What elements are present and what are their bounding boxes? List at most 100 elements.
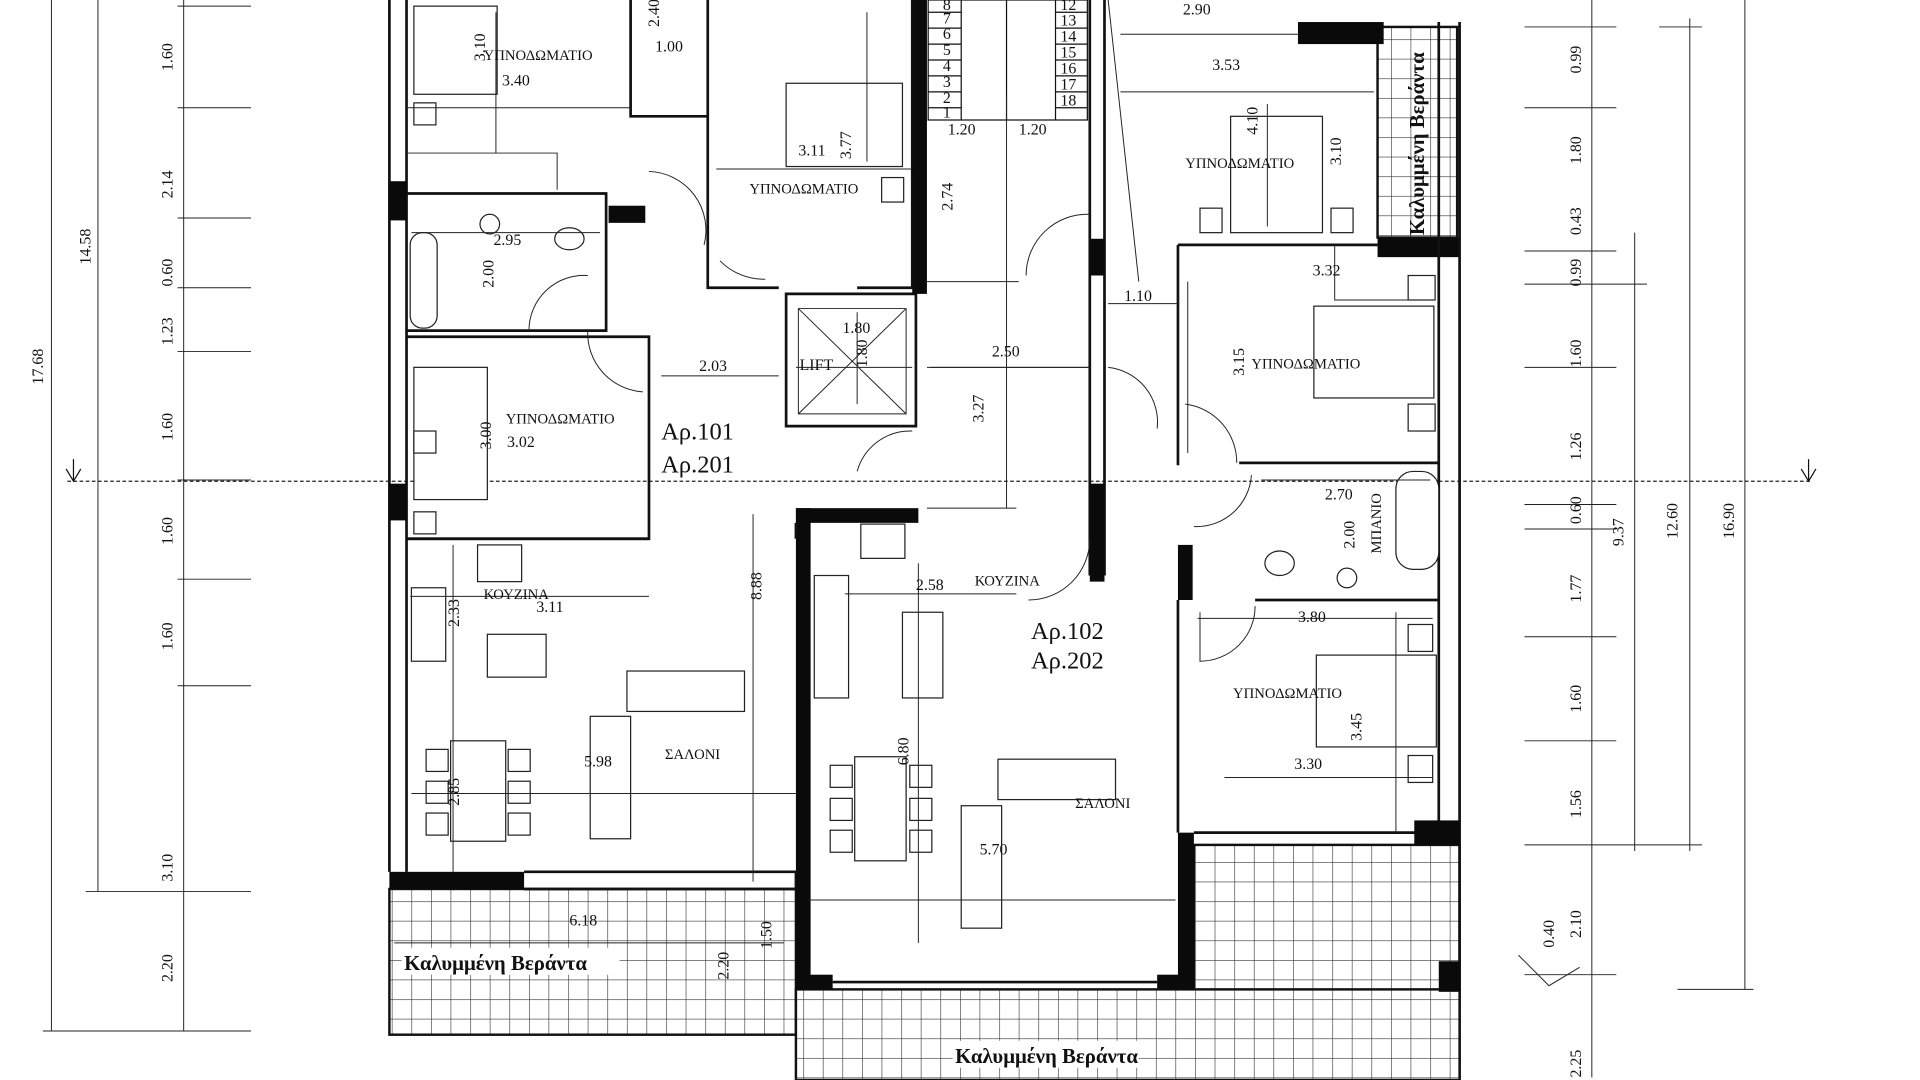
sofa xyxy=(960,805,1003,929)
dim-label: 2.90 xyxy=(1183,2,1211,19)
dim-label: 1.80 xyxy=(842,320,870,337)
dim-label: 0.43 xyxy=(1568,207,1585,235)
dim-label: 3.32 xyxy=(1313,263,1341,280)
dim-label: 2.20 xyxy=(716,952,733,980)
furniture xyxy=(409,5,1440,929)
bed xyxy=(1315,654,1437,748)
dim-label: 1.60 xyxy=(160,622,177,650)
dim-label: 1.60 xyxy=(1568,685,1585,713)
veranda-label: Καλυμμένη Βεράντα xyxy=(1405,52,1429,235)
dim-label: 5.98 xyxy=(584,754,612,771)
room-label-bedroom: ΥΠΝΟΔΩΜΑΤΙΟ xyxy=(1233,686,1342,702)
dim-label: 2.85 xyxy=(446,778,463,806)
stair-number: 3 xyxy=(943,74,951,91)
dim-label: 3.80 xyxy=(1298,609,1326,626)
dim-total: 17.68 xyxy=(30,349,47,385)
dim-total: 14.58 xyxy=(78,229,95,265)
dim-label: 1.20 xyxy=(948,122,976,139)
dim-label: 2.14 xyxy=(160,170,177,198)
dim-label: 1.26 xyxy=(1568,433,1585,461)
dim-label: 2.25 xyxy=(1568,1050,1585,1078)
stove xyxy=(476,544,523,583)
dim-label: 1.60 xyxy=(160,413,177,441)
dim-label: 1.60 xyxy=(160,517,177,545)
dim-label: 6.80 xyxy=(896,737,913,765)
bathtub xyxy=(409,232,438,329)
dim-label: 8.88 xyxy=(749,572,766,600)
dim-label: 1.77 xyxy=(1568,575,1585,603)
arrow-down-icon xyxy=(65,459,82,483)
left-dimension-chain: 1.60 2.14 0.60 1.23 1.60 1.60 1.60 3.10 … xyxy=(30,0,252,1032)
dim-label: 0.60 xyxy=(160,259,177,287)
kitchen-sink xyxy=(410,587,447,662)
dim-label: 1.20 xyxy=(1019,122,1047,139)
dim-label: 3.40 xyxy=(502,73,530,90)
dim-label: 1.80 xyxy=(854,339,871,367)
dim-label: 3.15 xyxy=(1231,348,1248,376)
stair-number: 18 xyxy=(1060,92,1076,109)
sink xyxy=(1336,567,1358,589)
stair-number: 13 xyxy=(1060,13,1076,30)
dim-label: 2.00 xyxy=(480,260,497,288)
bed xyxy=(1230,115,1324,234)
dim-label: 2.70 xyxy=(1325,487,1353,504)
dim-label: 1.50 xyxy=(758,921,775,949)
dim-label: 1.60 xyxy=(1568,339,1585,367)
dining-table xyxy=(854,756,907,862)
room-label-kitchen: ΚΟΥΖΙΝΑ xyxy=(975,573,1041,589)
interior-dimension-lines xyxy=(394,12,1436,944)
dim-label: 3.10 xyxy=(160,854,177,882)
stair-number: 17 xyxy=(1060,76,1076,93)
stair-number: 15 xyxy=(1060,45,1076,62)
apartment-label: Αρ.101 xyxy=(661,419,734,446)
stair-number: 2 xyxy=(943,90,951,107)
dim-label: 2.40 xyxy=(646,0,663,27)
toilet xyxy=(554,227,585,251)
dim-label: 1.00 xyxy=(655,38,683,55)
apartment-label: Αρ.202 xyxy=(1031,648,1104,675)
dim-label: 3.77 xyxy=(838,131,855,159)
dim-label: 1.80 xyxy=(1568,136,1585,164)
kitchen-island xyxy=(486,633,547,678)
dim-label: 2.03 xyxy=(699,358,727,375)
dim-label: 3.30 xyxy=(1294,756,1322,773)
doors xyxy=(528,170,1256,662)
dim-label: 3.10 xyxy=(1328,137,1345,165)
stair-number: 1 xyxy=(943,105,951,122)
dim-label: 2.10 xyxy=(1568,910,1585,938)
room-label-kitchen: ΚΟΥΖΙΝΑ xyxy=(484,587,550,603)
dim-label: 0.40 xyxy=(1541,920,1558,948)
stove xyxy=(860,523,906,559)
room-label-bedroom: ΥΠΝΟΔΩΜΑΤΙΟ xyxy=(506,412,615,428)
section-line xyxy=(65,459,1817,483)
staircase: 8 7 6 5 4 3 2 1 12 13 14 15 16 17 18 xyxy=(927,0,1088,122)
dim-label: 4.10 xyxy=(1245,107,1262,135)
dim-total: 16.90 xyxy=(1721,503,1738,539)
dim-label: 1.56 xyxy=(1568,790,1585,818)
dim-label: 0.99 xyxy=(1568,259,1585,287)
dim-label: 3.11 xyxy=(536,599,563,616)
dim-label: 3.53 xyxy=(1212,57,1240,74)
stair-number: 14 xyxy=(1060,29,1076,46)
room-label-bedroom: ΥΠΝΟΔΩΜΑΤΙΟ xyxy=(1185,156,1294,172)
stair-number: 8 xyxy=(943,0,951,14)
sofa xyxy=(997,758,1117,801)
stair-number: 7 xyxy=(943,10,951,27)
dim-label: 3.02 xyxy=(507,434,535,451)
dim-label: 3.27 xyxy=(970,395,987,423)
room-label-bathroom: ΜΠΑΝΙΟ xyxy=(1369,493,1385,553)
stair-number: 16 xyxy=(1060,60,1076,77)
stair-number: 4 xyxy=(943,58,951,75)
sofa xyxy=(589,715,632,840)
toilet xyxy=(1264,550,1295,577)
dim-label: 5.70 xyxy=(980,842,1008,859)
veranda-label: Καλυμμένη Βεράντα xyxy=(955,1044,1138,1068)
kitchen-sink xyxy=(813,574,850,699)
dim-label: 2.74 xyxy=(940,183,957,211)
bed xyxy=(1313,305,1435,399)
dim-label: 2.50 xyxy=(992,343,1020,360)
room-label-living: ΣΑΛΟΝΙ xyxy=(1075,796,1130,812)
dim-label: 0.99 xyxy=(1568,46,1585,74)
kitchen-island xyxy=(901,611,944,699)
